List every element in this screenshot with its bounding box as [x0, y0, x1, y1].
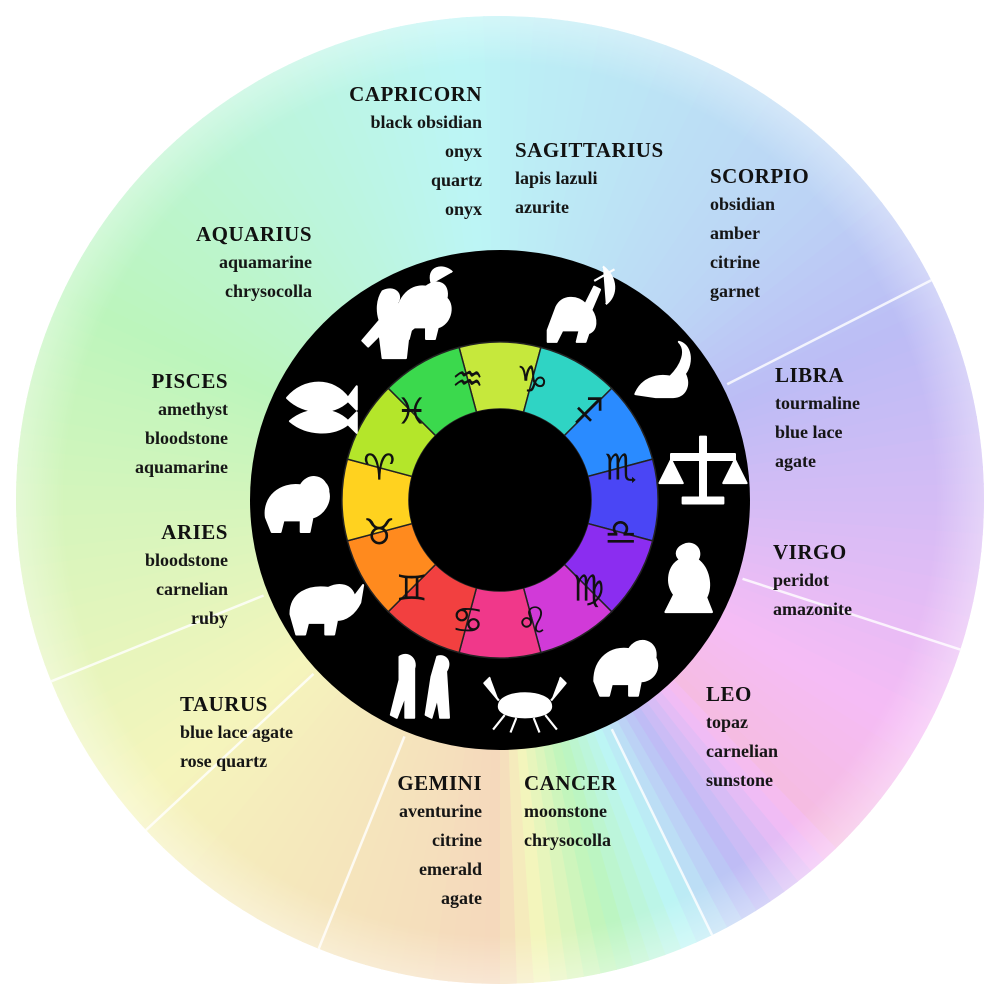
stone: azurite — [515, 197, 569, 217]
sign-name-sagittarius: SAGITTARIUS — [515, 138, 664, 162]
glyph-leo: ♌ — [516, 601, 548, 642]
sign-taurus: TAURUS blue lace agate rose quartz — [180, 690, 370, 776]
stone: bloodstone — [144, 550, 228, 570]
stone: rose quartz — [180, 751, 268, 771]
glyph-taurus: ♉ — [363, 512, 395, 553]
sign-pisces: PISCES amethyst bloodstone aquamarine — [78, 367, 228, 482]
sign-name-scorpio: SCORPIO — [710, 164, 810, 188]
stone: amethyst — [158, 399, 228, 419]
sign-name-aries: ARIES — [161, 520, 228, 544]
stone: chrysocolla — [225, 281, 312, 301]
stone: onyx — [444, 199, 482, 219]
glyph-sagittarius: ♐ — [572, 392, 604, 433]
pisces-fish-icon — [286, 381, 358, 434]
sign-name-leo: LEO — [706, 682, 752, 706]
stone: chrysocolla — [524, 830, 611, 850]
sign-name-virgo: VIRGO — [773, 540, 847, 564]
stone: agate — [441, 888, 482, 908]
glyph-scorpio: ♏ — [605, 448, 637, 489]
sign-virgo: VIRGO peridot amazonite — [773, 538, 943, 624]
stone: carnelian — [156, 579, 228, 599]
sagittarius-archer-icon — [546, 265, 616, 343]
stone: garnet — [710, 281, 760, 301]
glyph-aries: ♈ — [363, 448, 395, 489]
sign-aquarius: AQUARIUS aquamarine chrysocolla — [140, 220, 312, 306]
sign-name-gemini: GEMINI — [397, 771, 482, 795]
stone: citrine — [432, 830, 482, 850]
stone: sunstone — [706, 770, 774, 790]
rainbow-glyph-ring — [341, 341, 659, 659]
center-hole — [409, 409, 591, 591]
stone: carnelian — [706, 741, 778, 761]
stone: quartz — [431, 170, 482, 190]
zodiac-animals — [264, 265, 748, 733]
glyph-aquarius: ♒ — [452, 359, 484, 400]
stone: topaz — [706, 712, 748, 732]
sign-name-cancer: CANCER — [524, 771, 617, 795]
stone: citrine — [710, 252, 760, 272]
stone: moonstone — [524, 801, 608, 821]
sign-libra: LIBRA tourmaline blue lace agate — [775, 361, 945, 476]
scorpio-scorpion-icon — [634, 340, 691, 399]
glyph-gemini: ♊ — [395, 568, 427, 609]
sign-sagittarius: SAGITTARIUS lapis lazuli azurite — [515, 136, 705, 222]
sign-cancer: CANCER moonstone chrysocolla — [524, 769, 684, 855]
stone: lapis lazuli — [515, 168, 598, 188]
sign-gemini: GEMINI aventurine citrine emerald agate — [320, 769, 482, 913]
stone: amazonite — [773, 599, 852, 619]
sign-capricorn: CAPRICORN black obsidian onyx quartz ony… — [282, 80, 482, 224]
stone: black obsidian — [370, 112, 482, 132]
glyph-libra: ♎ — [605, 512, 637, 553]
stone: aquamarine — [218, 252, 312, 272]
sign-name-libra: LIBRA — [775, 363, 845, 387]
glyph-cancer: ♋ — [452, 601, 484, 642]
section-dividers — [50, 279, 961, 950]
stone: emerald — [419, 859, 482, 879]
virgo-maiden-icon — [664, 542, 713, 614]
stone: tourmaline — [775, 393, 860, 413]
gemini-twins-icon — [389, 653, 450, 719]
glyph-pisces: ♓ — [395, 392, 427, 433]
stone: aventurine — [399, 801, 482, 821]
stone: ruby — [190, 608, 228, 628]
stone: aquamarine — [134, 457, 228, 477]
aries-ram-icon — [264, 476, 330, 533]
glyph-capricorn: ♑ — [516, 359, 548, 400]
stone: peridot — [773, 570, 829, 590]
stone: blue lace — [775, 422, 843, 442]
zodiac-glyphs: ♑ ♐♏ ♎♍ ♌ ♋ ♊♉ ♈♓ ♒ — [363, 359, 637, 641]
sign-name-aquarius: AQUARIUS — [195, 222, 312, 246]
stone: onyx — [444, 141, 482, 161]
stone: blue lace agate — [180, 722, 293, 742]
sign-aries: ARIES bloodstone carnelian ruby — [80, 518, 228, 633]
sign-leo: LEO topaz carnelian sunstone — [706, 680, 866, 795]
sign-name-taurus: TAURUS — [180, 692, 268, 716]
glyph-virgo: ♍ — [572, 568, 604, 609]
aquarius-water-bearer-icon — [361, 288, 428, 360]
cancer-crab-icon — [483, 676, 567, 733]
stone: obsidian — [710, 194, 776, 214]
taurus-bull-icon — [289, 584, 365, 636]
leo-lion-icon — [593, 639, 659, 697]
stone: amber — [710, 223, 760, 243]
stone: agate — [775, 451, 816, 471]
libra-scales-icon — [658, 435, 748, 505]
sign-name-pisces: PISCES — [151, 369, 228, 393]
sign-scorpio: SCORPIO obsidian amber citrine garnet — [710, 162, 860, 306]
stone: bloodstone — [144, 428, 228, 448]
sign-name-capricorn: CAPRICORN — [349, 82, 482, 106]
